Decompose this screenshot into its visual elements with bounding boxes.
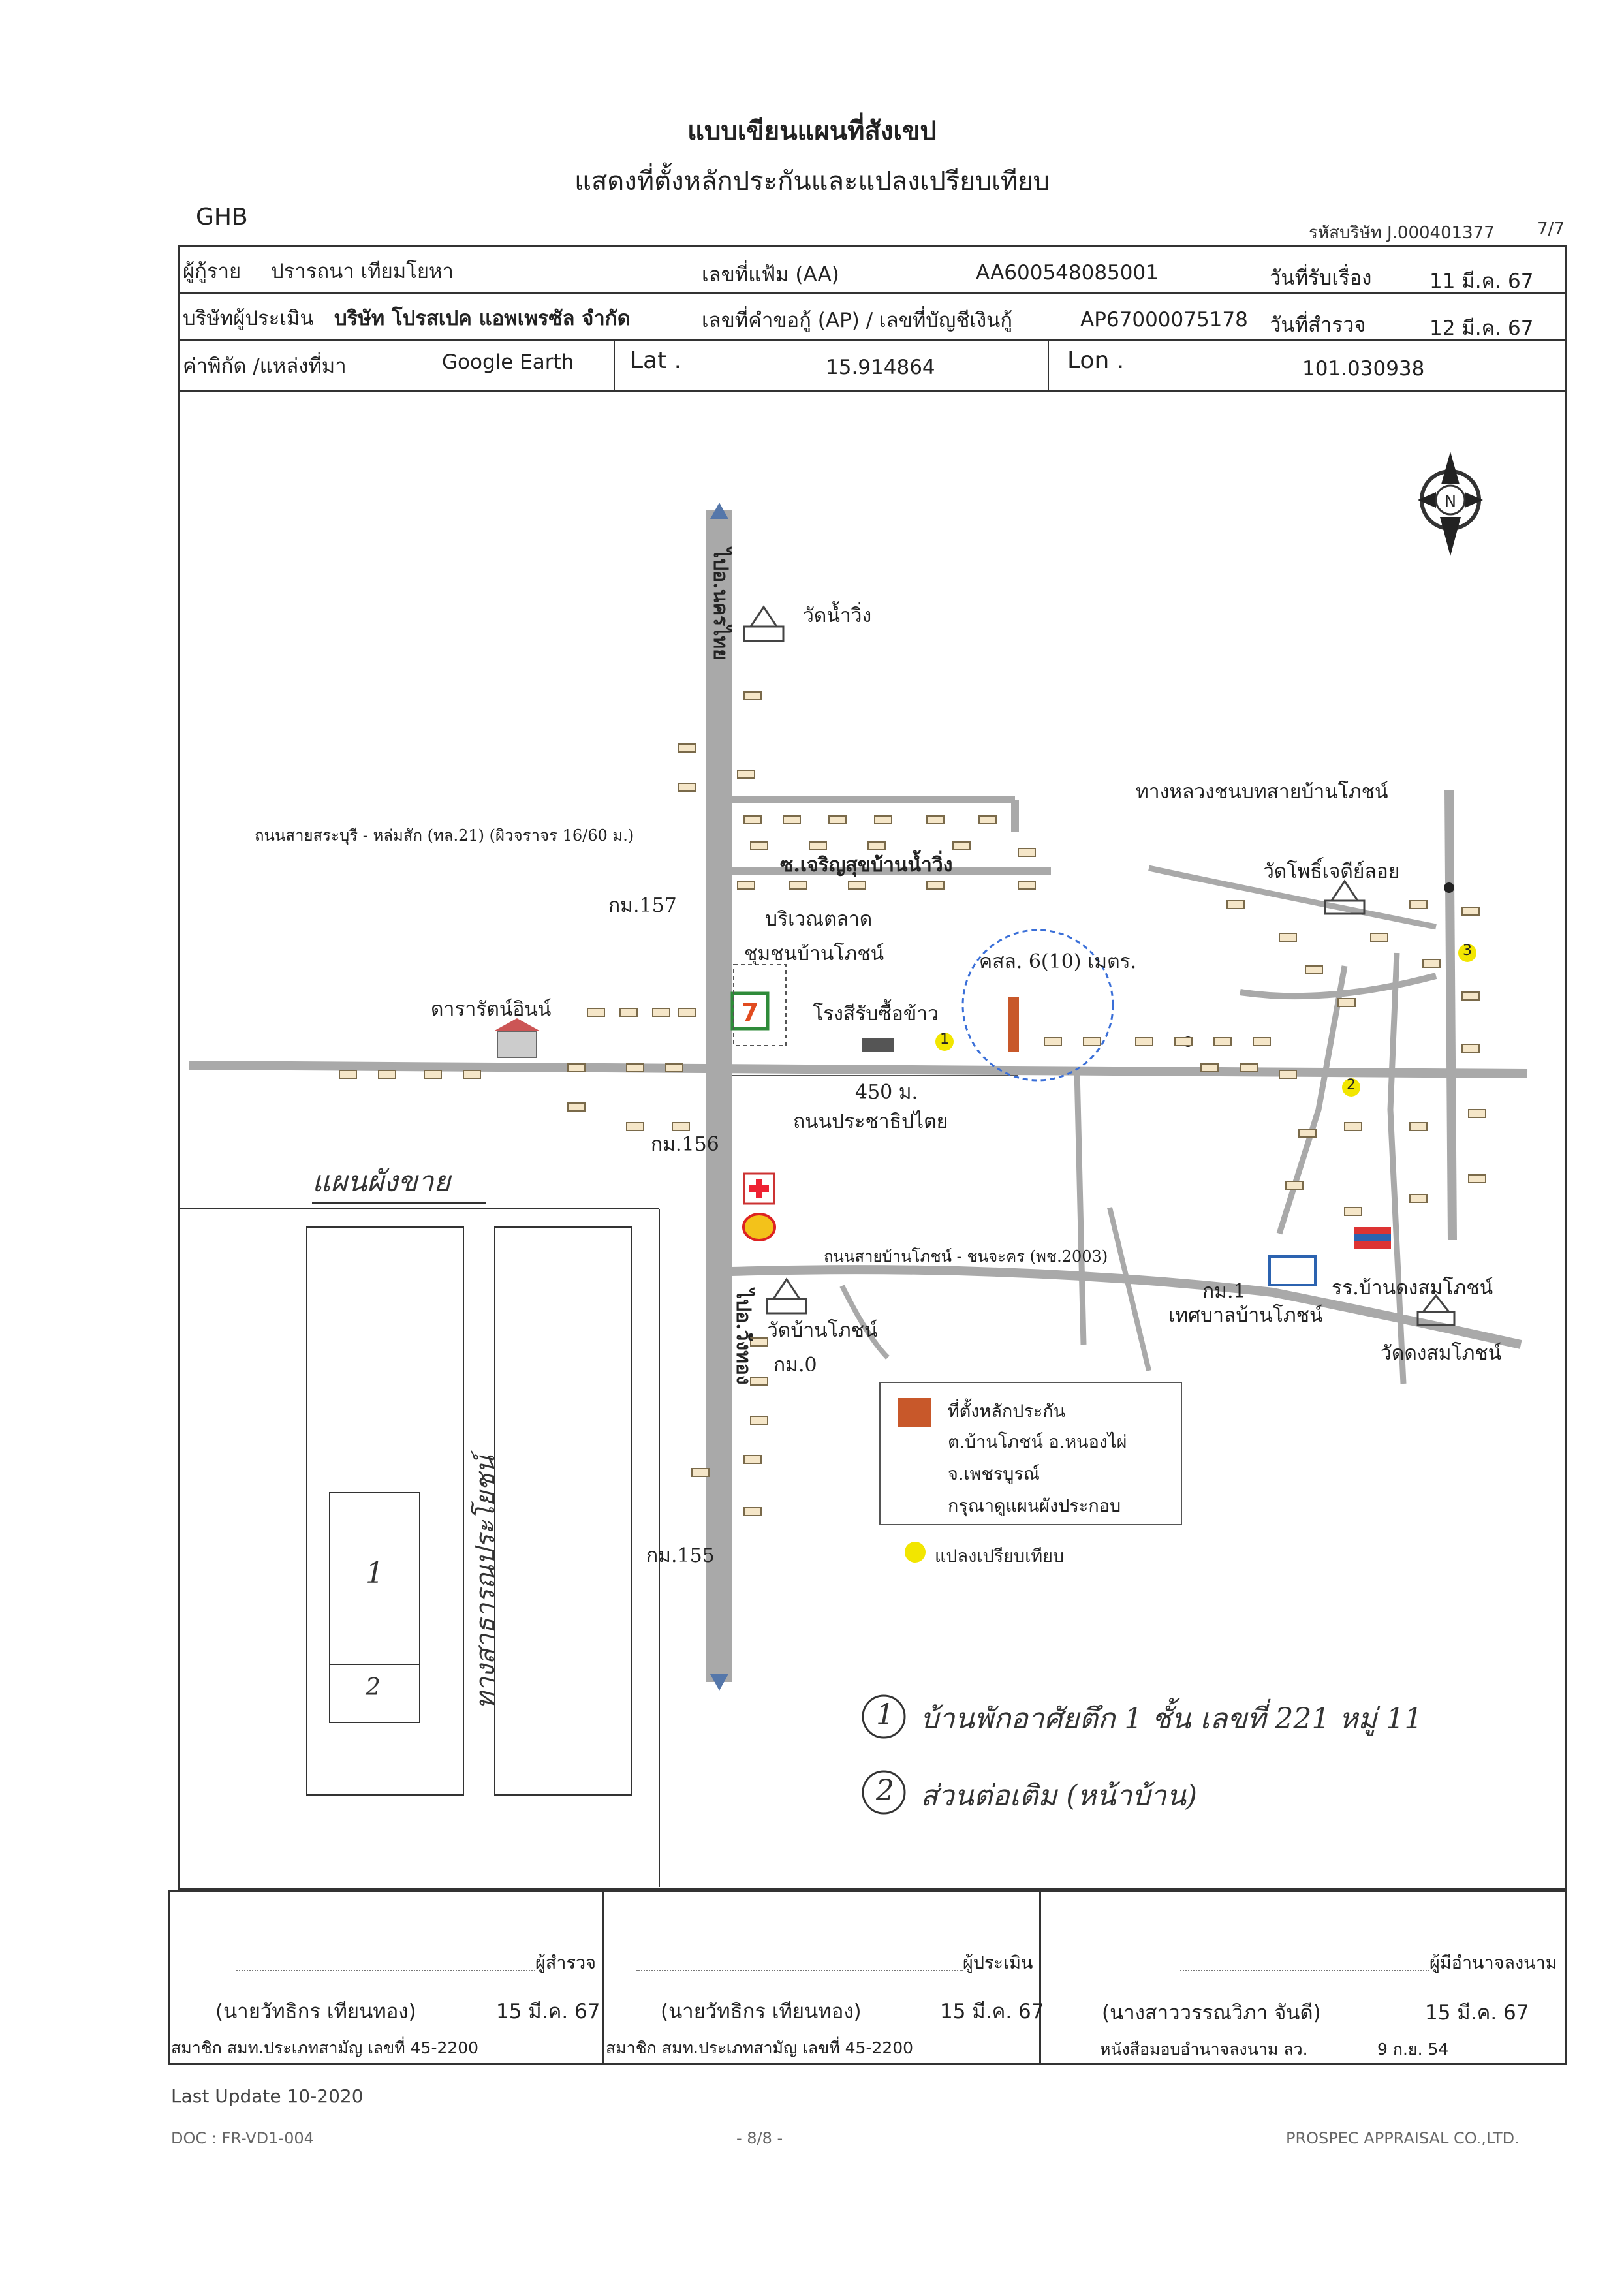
appraiser-member: สมาชิก สมท.ประเภทสามัญ เลขที่ 45-2200	[606, 2038, 914, 2057]
last-update: Last Update 10-2020	[171, 2085, 364, 2107]
plan-plot-2: 2	[366, 1674, 381, 1701]
ap-label: เลขที่คำขอกู้ (AP) / เลขที่บัญชีเงินกู้	[702, 309, 1013, 332]
comparable-marker-3	[1458, 944, 1476, 962]
file-no: AA600548085001	[976, 261, 1159, 285]
survey-label: วันที่สำรวจ	[1270, 313, 1366, 337]
legend-comparable-swatch	[905, 1542, 926, 1563]
svg-text:N: N	[1444, 492, 1456, 510]
prachathipatai-road-label: ถนนประชาธิปไตย	[793, 1110, 948, 1133]
market-area-label-1: บริเวณตลาด	[765, 908, 873, 931]
ap-no: AP67000075178	[1080, 308, 1248, 332]
legend-comparable: แปลงเปรียบเทียบ	[935, 1546, 1065, 1566]
note-1-number: 1	[876, 1698, 894, 1732]
borrower-name: ปรารถนา เทียมโยหา	[271, 260, 454, 283]
temple-icon-3	[772, 1277, 802, 1300]
lon-value: 101.030938	[1302, 357, 1425, 381]
km156-label: กม.156	[651, 1133, 719, 1156]
appraiser-company-label: บริษัทผู้ประเมิน	[183, 307, 314, 330]
surveyor-label: ผู้สำรวจ	[535, 1953, 596, 1973]
survey-date: 12 มี.ค. 67	[1429, 317, 1534, 340]
appraiser-company: บริษัท โปรสเปค แอพเพรซัล จำกัด	[334, 307, 631, 330]
coord-label: ค่าพิกัด /แหล่งที่มา	[183, 354, 347, 378]
file-no-label: เลขที่แฟ้ม (AA)	[702, 263, 839, 287]
doc-code: DOC : FR-VD1-004	[171, 2129, 314, 2147]
authorized-letter-date: 9 ก.ย. 54	[1377, 2040, 1449, 2059]
surveyor-member: สมาชิก สมท.ประเภทสามัญ เลขที่ 45-2200	[171, 2038, 479, 2057]
footer-company: PROSPEC APPRAISAL CO.,LTD.	[1286, 2129, 1520, 2147]
collateral-marker	[1008, 997, 1019, 1052]
signature-table	[168, 1890, 1567, 2065]
kasl-label: คสล. 6(10) เมตร.	[979, 950, 1137, 973]
store-icon	[730, 991, 770, 1031]
appraiser-label: ผู้ประเมิน	[963, 1953, 1033, 1973]
note-2-number: 2	[876, 1774, 894, 1807]
legend-collateral-1: ที่ตั้งหลักประกัน	[948, 1401, 1066, 1422]
municipality-icon	[1268, 1255, 1317, 1286]
legend-collateral-3: จ.เพชรบูรณ์	[948, 1464, 1040, 1484]
marker-3-number: 3	[1463, 943, 1472, 959]
km157-label: กม.157	[608, 894, 677, 917]
page-title: แบบเขียนแผนที่สังเขป	[687, 116, 937, 146]
dara-rat-label: ดารารัตน์อินน์	[431, 998, 552, 1021]
note-2-text: ส่วนต่อเติม (หน้าบ้าน)	[920, 1779, 1198, 1813]
lat-label: Lat .	[630, 347, 682, 374]
rice-mill-icon	[862, 1038, 894, 1052]
authorized-letter: หนังสือมอบอำนาจลงนาม ลว.	[1100, 2040, 1308, 2059]
authorized-name: (นางสาววรรณวิภา จันดี)	[1102, 2001, 1321, 2025]
company-code: รหัสบริษัท J.000401377	[1309, 223, 1495, 243]
highway-21-label: ถนนสายสระบุรี - หล่มสัก (ทล.21) (ผิวจราจ…	[255, 826, 634, 845]
to-nakhon-thai-label: ไปอ.นครไทย	[709, 548, 732, 661]
ban-phot-road-label: ถนนสายบ้านโภชน์ - ชนจะคร (พช.2003)	[824, 1247, 1108, 1266]
lat-value: 15.914864	[826, 356, 935, 379]
surveyor-name: (นายวัทธิกร เทียนทอง)	[215, 2000, 416, 2023]
surveyor-date: 15 มี.ค. 67	[496, 2000, 601, 2023]
legend-collateral-4: กรุณาดูแผนผังประกอบ	[948, 1496, 1121, 1516]
bank-label: GHB	[196, 204, 248, 230]
authorized-date: 15 มี.ค. 67	[1425, 2001, 1529, 2025]
wat-nam-wing-label: วัดน้ำวิ่ง	[803, 604, 872, 627]
distance-450-label: 450 ม.	[855, 1081, 918, 1104]
comparable-marker-1	[935, 1033, 954, 1051]
public-road-label: ทางสาธารณประโยชน์	[471, 1456, 501, 1709]
received-date: 11 มี.ค. 67	[1429, 270, 1534, 293]
location-map: N 7	[180, 392, 1565, 1887]
received-label: วันที่รับเรื่อง	[1270, 266, 1372, 290]
compass-icon: N	[1418, 452, 1483, 556]
municipality-label: เทศบาลบ้านโภชน์	[1168, 1304, 1323, 1327]
appraiser-name: (นายวัทธิกร เทียนทอง)	[661, 2000, 862, 2023]
legend-collateral-swatch	[898, 1398, 931, 1427]
coord-source: Google Earth	[442, 351, 574, 374]
hotel-icon	[497, 1031, 537, 1058]
legend-collateral-2: ต.บ้านโภชน์ อ.หนองไผ่	[948, 1432, 1127, 1452]
page-ref: 7/7	[1537, 219, 1565, 239]
km1-label: กม.1	[1202, 1280, 1246, 1303]
page-subtitle: แสดงที่ตั้งหลักประกันและแปลงเปรียบเทียบ	[574, 166, 1050, 196]
borrower-label: ผู้กู้ราย	[183, 260, 242, 283]
marker-2-number: 2	[1347, 1077, 1356, 1093]
appraiser-date: 15 มี.ค. 67	[940, 2000, 1044, 2023]
km0-label: กม.0	[773, 1354, 817, 1377]
plan-plot-1: 1	[366, 1557, 384, 1590]
authorized-label: ผู้มีอำนาจลงนาม	[1429, 1953, 1557, 1973]
wat-phothi-label: วัดโพธิ์เจดีย์ลอย	[1263, 860, 1400, 883]
rice-mill-label: โรงสีรับซื้อข้าว	[813, 1003, 939, 1025]
sales-plan-title: แผนผังขาย	[312, 1165, 451, 1198]
km155-label: กม.155	[646, 1544, 715, 1567]
soi-charoen-label: ซ.เจริญสุขบ้านน้ำวิ่ง	[780, 854, 953, 877]
to-wang-thong-label: ไปอ.วังทอง	[732, 1289, 755, 1385]
svg-text:7: 7	[742, 998, 758, 1027]
market-area-label-2: ชุมชนบ้านโภชน์	[744, 943, 884, 965]
marker-1-number: 1	[940, 1031, 949, 1048]
wat-dong-label: วัดดงสมโภชน์	[1381, 1342, 1502, 1365]
chonnabot-road-label: ทางหลวงชนบทสายบ้านโภชน์	[1136, 781, 1388, 803]
page-number: - 8/8 -	[736, 2129, 783, 2147]
comparable-marker-2	[1342, 1078, 1360, 1097]
lon-label: Lon .	[1067, 347, 1125, 374]
wat-ban-phot-label: วัดบ้านโภชน์	[767, 1319, 878, 1342]
fuel-icon	[742, 1213, 776, 1241]
form-frame	[178, 245, 1567, 1890]
note-1-text: บ้านพักอาศัยตึก 1 ชั้น เลขที่ 221 หมู่ 1…	[920, 1702, 1423, 1736]
temple-icon-1	[749, 605, 779, 628]
school-label: รร.บ้านดงสมโภชน์	[1332, 1277, 1493, 1300]
